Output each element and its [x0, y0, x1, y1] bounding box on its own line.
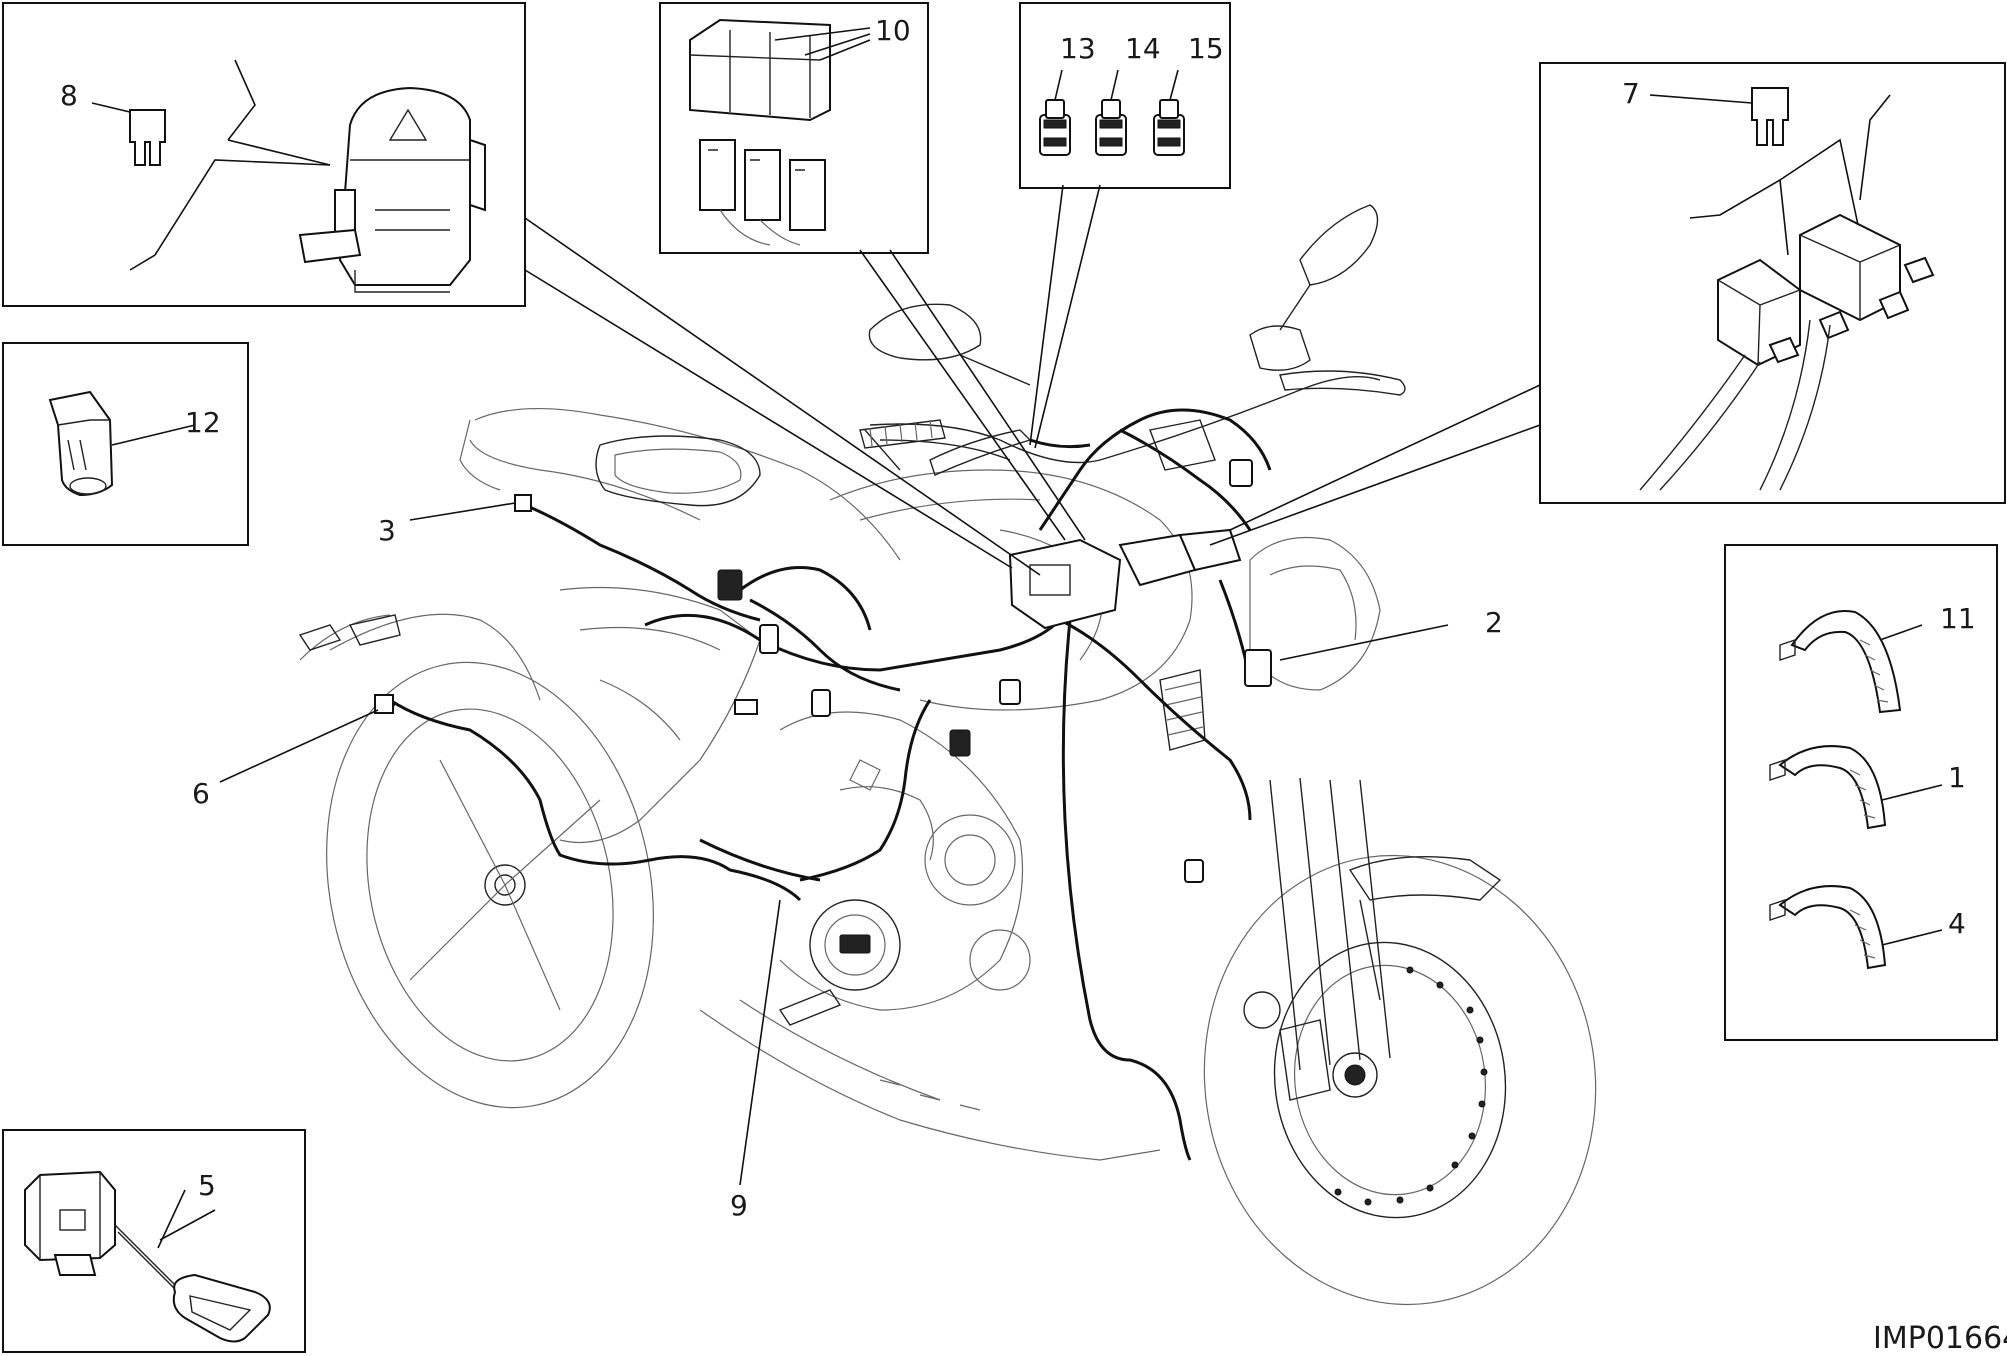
callout-5: 5 — [198, 1169, 216, 1202]
callout-9: 9 — [730, 1189, 748, 1222]
disc-holes — [1334, 966, 1488, 1206]
connector-15 — [1153, 99, 1185, 156]
front-wheel — [1203, 854, 1597, 1306]
rear-wheel-rim — [366, 708, 614, 1062]
callout-10: 10 — [875, 14, 911, 47]
rear-axle — [484, 864, 526, 906]
fuse-8 — [129, 109, 166, 166]
callout-6: 6 — [192, 777, 210, 810]
detail-box-diagnostic-plug — [2, 1129, 306, 1353]
detail-box-relay-units — [1539, 62, 2006, 504]
cable-tie-4 — [1769, 885, 1887, 970]
right-mirror — [1299, 204, 1379, 286]
motorcycle-illustration — [298, 204, 1597, 1306]
callout-14: 14 — [1125, 32, 1161, 65]
connector-13 — [1039, 99, 1071, 156]
detail-box-connectors — [1019, 2, 1231, 189]
callout-3: 3 — [378, 514, 396, 547]
callout-7: 7 — [1622, 77, 1640, 110]
detail-box-cable-ties — [1724, 544, 1998, 1041]
callout-4: 4 — [1948, 907, 1966, 940]
detail-box-cap — [2, 342, 249, 546]
leader-lines — [91, 94, 1943, 1249]
engine-clutch-cover — [809, 899, 901, 991]
reference-code: IMP01664 — [1873, 1321, 2007, 1356]
left-mirror — [868, 303, 982, 361]
front-brake-disc — [1273, 941, 1507, 1219]
detail-box-fuse-holder — [2, 2, 526, 307]
cable-tie-11 — [1779, 610, 1902, 714]
diagnostic-connector-5 — [24, 1170, 116, 1262]
callout-8: 8 — [60, 79, 78, 112]
rear-wheel — [326, 661, 654, 1109]
callout-2: 2 — [1485, 606, 1503, 639]
callout-15: 15 — [1188, 32, 1224, 65]
callout-labels: 8 10 13 14 15 7 12 3 2 11 6 1 4 5 9 — [60, 14, 1976, 1222]
fuse-7 — [1751, 87, 1789, 146]
wiring-harness — [374, 408, 1272, 1161]
callout-11: 11 — [1940, 602, 1976, 635]
callout-12: 12 — [185, 406, 221, 439]
callout-1: 1 — [1948, 761, 1966, 794]
callout-13: 13 — [1060, 32, 1096, 65]
cable-tie-1 — [1769, 745, 1887, 830]
connector-14 — [1095, 99, 1127, 156]
detail-box-relays — [659, 2, 929, 254]
